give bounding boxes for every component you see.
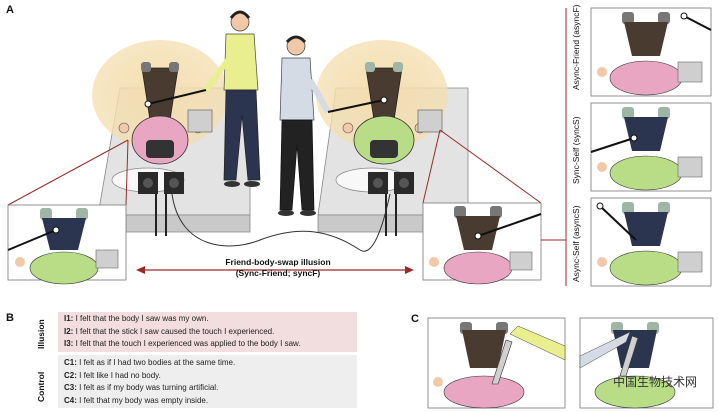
panel-c-knife-image bbox=[427, 317, 566, 409]
question-code: C4: bbox=[64, 395, 77, 405]
illusion-questions: I1: I felt that the body I saw was my ow… bbox=[58, 313, 357, 351]
question-row: I3: I felt that the touch I experienced … bbox=[58, 338, 357, 351]
side-label-syncS: Sync-Self (syncS) bbox=[571, 116, 581, 184]
question-code: C2: bbox=[64, 370, 77, 380]
side-panel-asyncS bbox=[590, 197, 712, 287]
swap-arrow-head-right bbox=[405, 266, 414, 274]
question-row: C2: I felt like I had no body. bbox=[58, 370, 357, 383]
question-row: C1: I felt as if I had two bodies at the… bbox=[58, 357, 357, 370]
stick-right bbox=[327, 99, 385, 113]
swap-arrow-head-left bbox=[136, 266, 145, 274]
question-row: C3: I felt as if my body was turning art… bbox=[58, 382, 357, 395]
inset-left-connector-1 bbox=[7, 139, 129, 206]
right-keypad bbox=[417, 109, 443, 133]
question-text: I felt that the body I saw was my own. bbox=[75, 314, 209, 323]
side-label-asyncF: Async-Friend (asyncF) bbox=[571, 4, 581, 91]
illusion-caption-line1: Friend-body-swap illusion bbox=[225, 257, 331, 267]
stick-tip-left bbox=[144, 100, 152, 108]
question-text: I felt like I had no body. bbox=[79, 370, 161, 380]
left-keypad bbox=[187, 109, 213, 133]
stick-left bbox=[147, 89, 207, 105]
panel-label-a: A bbox=[6, 4, 14, 16]
cable bbox=[171, 193, 391, 252]
illusion-caption: Friend-body-swap illusion (Sync-Friend; … bbox=[218, 257, 338, 279]
standing-man bbox=[278, 35, 331, 216]
question-row: I2: I felt that the stick I saw caused t… bbox=[58, 326, 357, 339]
inset-left-connector-2 bbox=[125, 139, 129, 206]
question-row: C4: I felt that my body was empty inside… bbox=[58, 395, 357, 408]
question-code: I2: bbox=[64, 326, 74, 336]
question-text: I felt that my body was empty inside. bbox=[79, 395, 209, 405]
question-code: I3: bbox=[64, 339, 74, 348]
side-panel-asyncF bbox=[590, 7, 712, 97]
question-text: I felt that the touch I experienced was … bbox=[75, 339, 301, 348]
control-group-label: Control bbox=[36, 371, 46, 402]
illusion-group-bg bbox=[58, 312, 357, 352]
question-text: I felt that the stick I saw caused the t… bbox=[75, 326, 275, 336]
inset-right-view bbox=[422, 202, 542, 285]
question-text: I felt as if I had two bodies at the sam… bbox=[79, 358, 236, 367]
panel-label-c: C bbox=[411, 313, 419, 325]
inset-right-connector-2 bbox=[439, 129, 542, 204]
right-camera-rig bbox=[368, 172, 414, 236]
panel-c-knife-image-2 bbox=[579, 317, 714, 409]
standing-woman bbox=[203, 10, 261, 187]
inset-right-connector-1 bbox=[422, 129, 441, 204]
watermark: 中国生物技术网 bbox=[612, 375, 697, 389]
control-group-bg bbox=[58, 355, 357, 408]
illusion-caption-line2: (Sync-Friend; syncF) bbox=[235, 268, 321, 278]
question-code: C1: bbox=[64, 358, 77, 367]
question-code: I1: bbox=[64, 314, 74, 323]
side-panel-syncS bbox=[590, 102, 712, 192]
left-camera-rig bbox=[138, 172, 184, 236]
side-label-asyncS: Async-Self (asyncS) bbox=[571, 205, 581, 282]
illusion-group-label: Illusion bbox=[36, 319, 46, 349]
stick-tip-right bbox=[380, 96, 388, 104]
question-code: C3: bbox=[64, 383, 77, 392]
question-text: I felt as if my body was turning artific… bbox=[79, 383, 219, 392]
control-questions: C1: I felt as if I had two bodies at the… bbox=[58, 357, 357, 407]
inset-left-view bbox=[7, 204, 127, 285]
question-row: I1: I felt that the body I saw was my ow… bbox=[58, 313, 357, 326]
panel-label-b: B bbox=[6, 312, 14, 324]
